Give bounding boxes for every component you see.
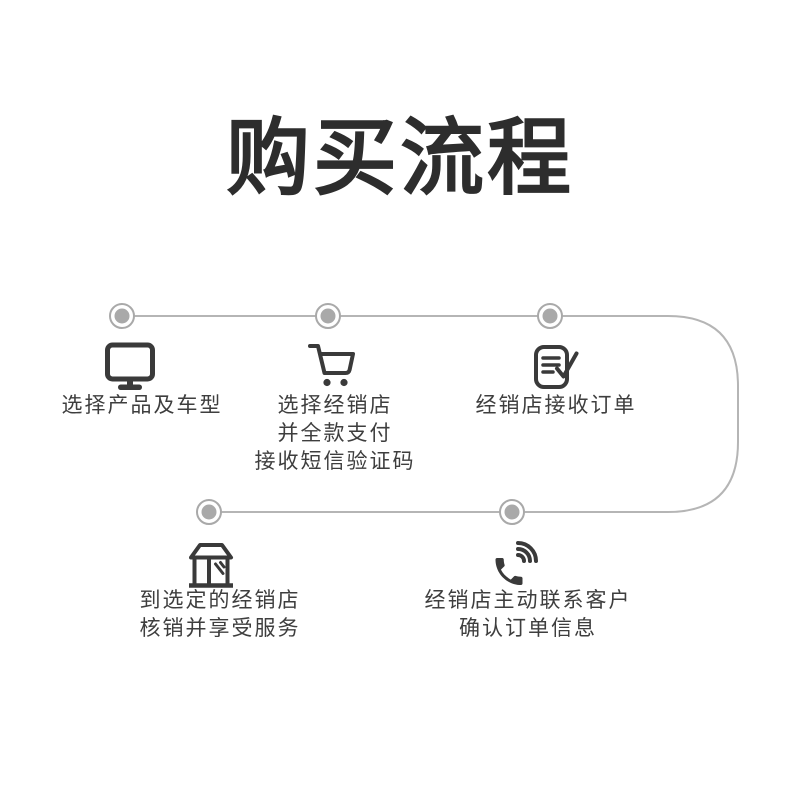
step-label-line: 经销店接收订单 bbox=[475, 394, 637, 417]
step-5-label: 经销店主动联系客户 确认订单信息 bbox=[425, 587, 632, 643]
flow-connector-line bbox=[122, 315, 739, 513]
phone-call-icon bbox=[495, 541, 538, 585]
step-3-label: 经销店接收订单 bbox=[476, 392, 637, 420]
flow-node-1 bbox=[109, 303, 135, 329]
monitor-icon bbox=[105, 342, 155, 390]
step-4-label: 到选定的经销店 核销并享受服务 bbox=[140, 587, 301, 643]
step-label-line: 选择产品及车型 bbox=[61, 394, 223, 417]
order-document-icon bbox=[534, 345, 579, 389]
step-label-line: 到选定的经销店 bbox=[139, 589, 301, 612]
step-1-label: 选择产品及车型 bbox=[62, 392, 223, 420]
flow-node-2 bbox=[315, 303, 341, 329]
step-label-line: 并全款支付 bbox=[277, 422, 393, 445]
step-label-line: 核销并享受服务 bbox=[139, 617, 301, 640]
step-label-line: 经销店主动联系客户 bbox=[424, 589, 632, 612]
flow-node-4 bbox=[196, 499, 222, 525]
step-label-line: 选择经销店 bbox=[277, 394, 393, 417]
step-2-label: 选择经销店 并全款支付 接收短信验证码 bbox=[255, 392, 416, 476]
shopping-cart-icon bbox=[308, 344, 355, 387]
flow-node-5 bbox=[499, 499, 525, 525]
flow-node-3 bbox=[537, 303, 563, 329]
store-icon bbox=[189, 543, 233, 588]
page-title: 购买流程 bbox=[225, 111, 574, 205]
step-label-line: 接收短信验证码 bbox=[254, 450, 416, 473]
step-label-line: 确认订单信息 bbox=[459, 617, 597, 640]
